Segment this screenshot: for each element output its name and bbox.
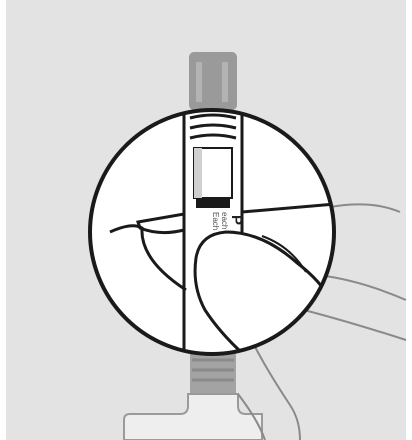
thumbnail-line [261,235,307,273]
magnified-view: P each Each syringe sto [109,110,334,354]
magnifier-rim [88,108,336,356]
palm-outline [237,393,266,440]
label-flap-edge [241,202,334,214]
lower-ridges [192,358,234,382]
pen-base [123,393,263,440]
syringe-threads [189,113,237,140]
pen-device-background [123,52,263,440]
barrel-stopper [196,198,230,208]
thumb-outline [252,342,301,440]
finger-outline [329,203,401,213]
left-finger-line [109,224,187,292]
finger-outline [303,309,407,341]
cap-ridge [222,62,228,102]
label-line-1: each [220,212,229,229]
label-line-2: Each [211,212,220,230]
label-title: P [228,215,245,225]
barrel-shade [194,148,202,198]
cap-ridge [196,62,202,102]
